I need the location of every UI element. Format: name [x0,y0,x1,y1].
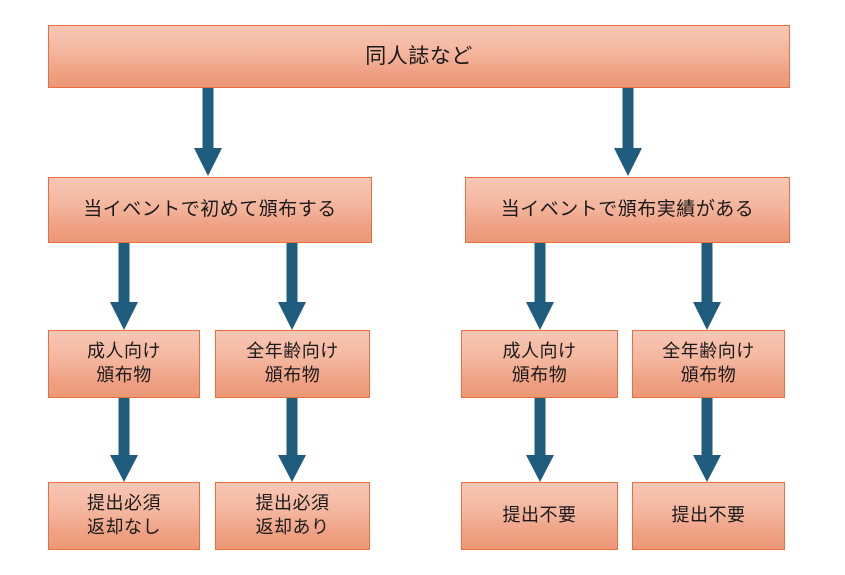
arrow-cond-right-to-kind-r2 [691,243,723,331]
node-kind-right-allages[interactable]: 全年齢向け 頒布物 [632,330,785,398]
node-kind-left-allages[interactable]: 全年齢向け 頒布物 [215,330,370,398]
arrow-cond-left-to-kind-l2 [276,243,308,331]
node-kind-left-adult[interactable]: 成人向け 頒布物 [48,330,200,398]
node-kind-right-adult[interactable]: 成人向け 頒布物 [461,330,618,398]
arrow-root-to-cond-right [612,88,644,177]
arrow-cond-right-to-kind-r1 [524,243,556,331]
arrow-kind-r2-to-result-r2 [691,398,723,483]
node-cond-left[interactable]: 当イベントで初めて頒布する [48,177,372,243]
node-result-left-adult[interactable]: 提出必須 返却なし [48,482,200,550]
node-root[interactable]: 同人誌など [48,25,790,88]
node-result-right-allages[interactable]: 提出不要 [632,482,785,550]
arrow-cond-left-to-kind-l1 [108,243,140,331]
node-result-left-allages[interactable]: 提出必須 返却あり [215,482,370,550]
arrow-kind-l2-to-result-l2 [276,398,308,483]
arrow-kind-l1-to-result-l1 [108,398,140,483]
node-result-right-adult[interactable]: 提出不要 [461,482,618,550]
arrow-kind-r1-to-result-r1 [524,398,556,483]
node-cond-right[interactable]: 当イベントで頒布実績がある [465,177,790,243]
arrow-root-to-cond-left [192,88,224,177]
